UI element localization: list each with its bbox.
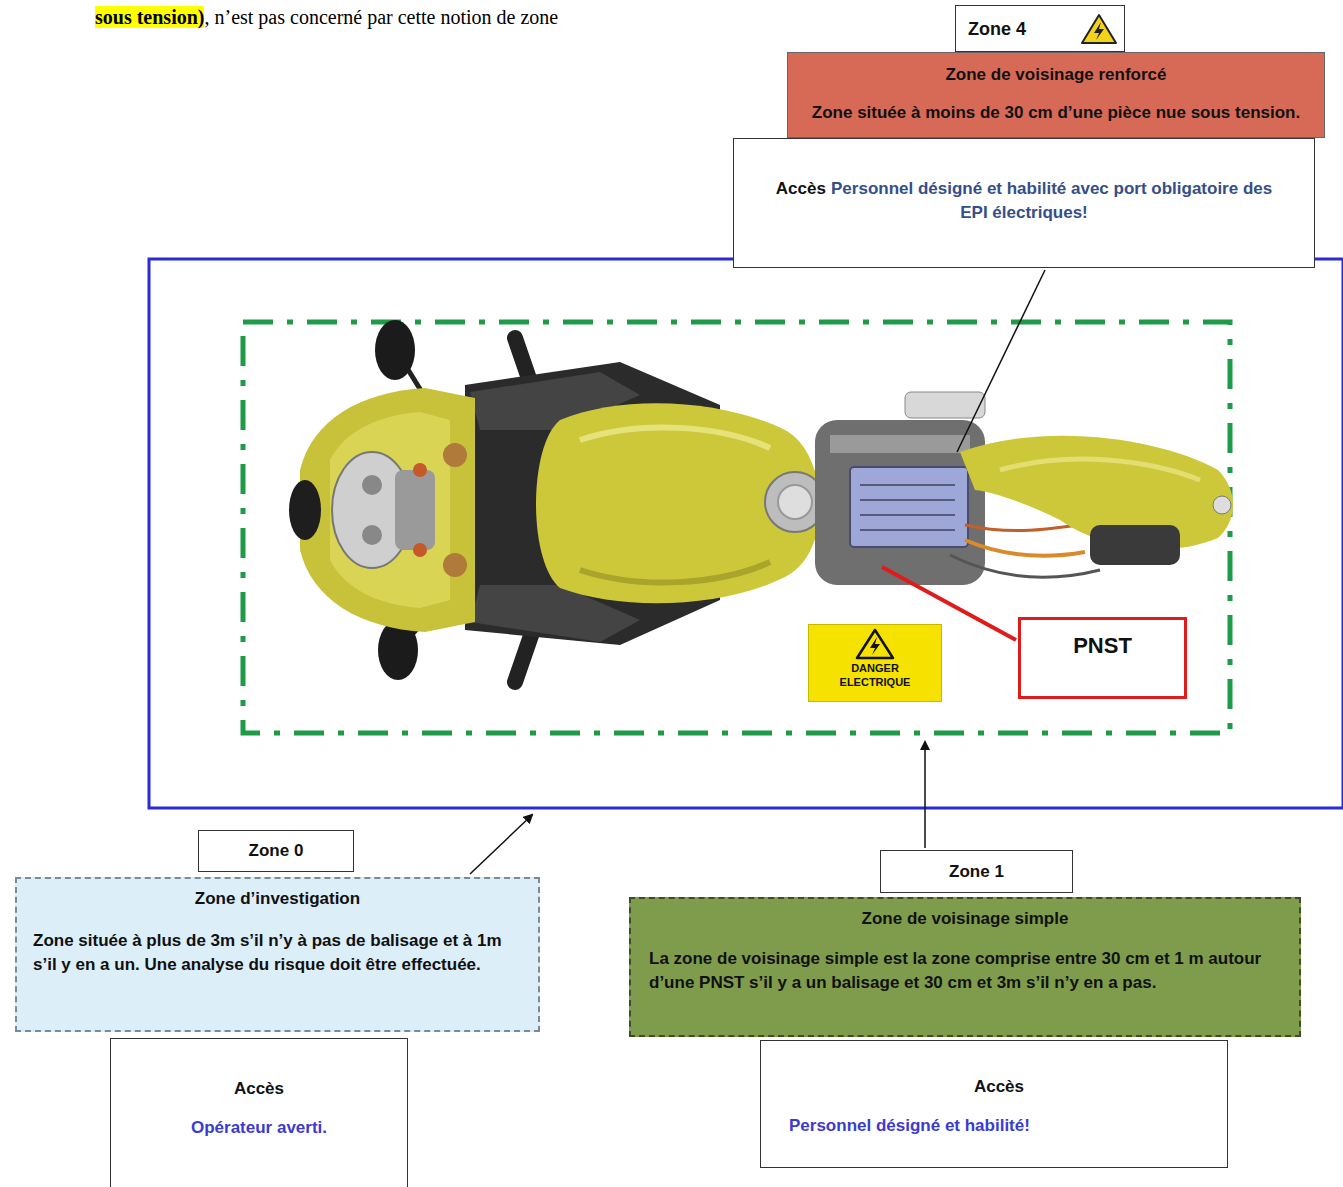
box-text: Zone située à moins de 30 cm d’une pièce… bbox=[812, 101, 1300, 125]
zone-tag: Zone 0 bbox=[198, 830, 354, 872]
access-box: AccèsPersonnel désigné et habilité avec … bbox=[733, 138, 1315, 268]
zone-box: Zone de voisinage renforcéZone située à … bbox=[787, 52, 1325, 138]
box-heading: Zone d’investigation bbox=[33, 887, 522, 911]
box-text: Zone 1 bbox=[949, 860, 1004, 884]
box-heading: Accès bbox=[234, 1077, 284, 1101]
zone-box: Zone d’investigationZone située à plus d… bbox=[15, 877, 540, 1032]
warning-icon bbox=[1080, 13, 1118, 45]
box-text: Personnel désigné et habilité! bbox=[789, 1114, 1209, 1138]
box-heading: Zone de voisinage simple bbox=[649, 907, 1281, 931]
note-text: , n’est pas concerné par cette notion de… bbox=[204, 6, 558, 28]
note-line: sous tension), n’est pas concerné par ce… bbox=[95, 4, 558, 30]
pnst-tag: PNST bbox=[1018, 617, 1187, 699]
access-box: AccèsOpérateur averti. bbox=[110, 1038, 408, 1187]
zone-box: Zone de voisinage simple La zone de voisi… bbox=[629, 897, 1301, 1037]
box-text: Personnel désigné et habilité avec port … bbox=[831, 179, 1272, 222]
box-text: PNST bbox=[1073, 632, 1132, 660]
box-text: Opérateur averti. bbox=[191, 1116, 327, 1140]
box-heading: Zone de voisinage renforcé bbox=[945, 63, 1166, 87]
leader-line bbox=[957, 270, 1045, 452]
zone1-pointer bbox=[924, 742, 926, 848]
investigation-boundary bbox=[149, 259, 1343, 808]
box-text: DANGER ELECTRIQUE bbox=[832, 661, 918, 689]
zone0-pointer bbox=[470, 815, 532, 874]
warning-icon bbox=[855, 628, 895, 660]
access-box: AccèsPersonnel désigné et habilité! bbox=[760, 1040, 1228, 1168]
box-heading: Accès bbox=[776, 179, 831, 198]
note-text: sous tension) bbox=[95, 6, 204, 28]
box-text: Zone 0 bbox=[249, 839, 304, 863]
box-heading: Accès bbox=[789, 1075, 1209, 1099]
box-text: Zone située à plus de 3m s’il n’y à pas … bbox=[33, 929, 522, 977]
box-text: La zone de voisinage simple est la zone … bbox=[649, 947, 1281, 995]
zone-tag: Zone 1 bbox=[880, 850, 1073, 893]
